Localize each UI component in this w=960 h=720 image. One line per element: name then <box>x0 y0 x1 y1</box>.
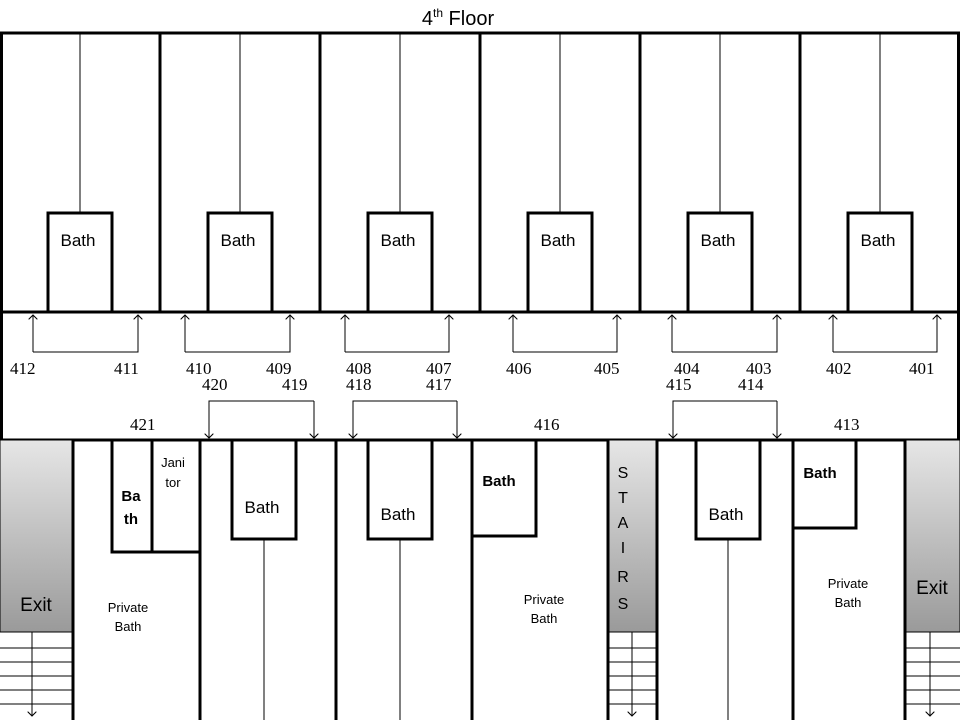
svg-text:Exit: Exit <box>20 595 52 616</box>
svg-text:Bath: Bath <box>541 231 576 250</box>
svg-text:Bath: Bath <box>803 465 836 482</box>
stairs: S T A I R S <box>607 439 658 716</box>
svg-text:Bath: Bath <box>381 505 416 524</box>
top-bath-2: Bath <box>206 211 274 314</box>
svg-text:418: 418 <box>346 375 372 394</box>
top-room-center-lines <box>79 33 881 213</box>
svg-text:tor: tor <box>165 475 181 490</box>
svg-text:Private: Private <box>108 600 148 615</box>
lower-room-numbers: 420 419 418 417 415 414 421 416 413 <box>130 375 860 434</box>
top-bath-5: Bath <box>686 211 754 314</box>
svg-text:406: 406 <box>506 359 532 378</box>
svg-text:Bath: Bath <box>245 498 280 517</box>
svg-text:402: 402 <box>826 359 852 378</box>
svg-text:Bath: Bath <box>381 231 416 250</box>
svg-text:R: R <box>617 569 629 586</box>
top-room-dividers <box>158 33 802 312</box>
svg-text:412: 412 <box>10 359 36 378</box>
svg-text:419: 419 <box>282 375 308 394</box>
svg-text:Exit: Exit <box>916 578 948 599</box>
room-416: Bath Private Bath <box>470 438 564 626</box>
svg-text:A: A <box>618 515 629 532</box>
svg-text:408: 408 <box>346 359 372 378</box>
svg-text:420: 420 <box>202 375 228 394</box>
svg-text:416: 416 <box>534 415 560 434</box>
svg-text:Bath: Bath <box>221 231 256 250</box>
svg-text:S: S <box>618 596 629 613</box>
svg-text:410: 410 <box>186 359 212 378</box>
svg-text:Bath: Bath <box>61 231 96 250</box>
svg-text:Jani: Jani <box>161 455 185 470</box>
rooms-420-419: Bath <box>230 438 298 720</box>
svg-text:417: 417 <box>426 375 452 394</box>
floor-title: 4th Floor <box>422 6 495 30</box>
svg-text:Bath: Bath <box>482 473 515 490</box>
top-bath-6: Bath <box>846 211 914 314</box>
room-413: Bath Private Bath <box>791 438 868 610</box>
svg-text:Private: Private <box>828 576 868 591</box>
svg-text:Private: Private <box>524 592 564 607</box>
svg-text:403: 403 <box>746 359 772 378</box>
svg-text:Bath: Bath <box>709 505 744 524</box>
svg-text:401: 401 <box>909 359 935 378</box>
svg-text:th: th <box>124 511 138 528</box>
svg-text:407: 407 <box>426 359 452 378</box>
left-exit: Exit <box>0 439 74 716</box>
svg-text:421: 421 <box>130 415 156 434</box>
rooms-418-417: Bath <box>366 438 434 720</box>
svg-text:405: 405 <box>594 359 620 378</box>
svg-text:404: 404 <box>674 359 700 378</box>
svg-text:Ba: Ba <box>121 488 141 505</box>
svg-text:S: S <box>618 465 629 482</box>
lower-door-arrows <box>209 400 777 438</box>
svg-text:Bath: Bath <box>115 619 142 634</box>
upper-room-numbers: 412 411 410 409 408 407 406 405 404 403 … <box>10 359 935 378</box>
right-exit: Exit <box>904 439 960 716</box>
svg-text:409: 409 <box>266 359 292 378</box>
svg-text:414: 414 <box>738 375 764 394</box>
svg-text:415: 415 <box>666 375 692 394</box>
top-bath-4: Bath <box>526 211 594 314</box>
room-421: Ba th Jani tor Private Bath <box>108 438 202 634</box>
upper-door-arrows <box>33 315 937 353</box>
top-bath-3: Bath <box>366 211 434 314</box>
svg-text:Bath: Bath <box>531 611 558 626</box>
svg-text:Bath: Bath <box>701 231 736 250</box>
svg-text:411: 411 <box>114 359 139 378</box>
svg-text:Bath: Bath <box>835 595 862 610</box>
svg-text:I: I <box>621 540 625 557</box>
rooms-415-414: Bath <box>694 438 762 720</box>
top-bath-1: Bath <box>46 211 114 314</box>
svg-text:T: T <box>618 490 628 507</box>
svg-text:Bath: Bath <box>861 231 896 250</box>
svg-text:413: 413 <box>834 415 860 434</box>
